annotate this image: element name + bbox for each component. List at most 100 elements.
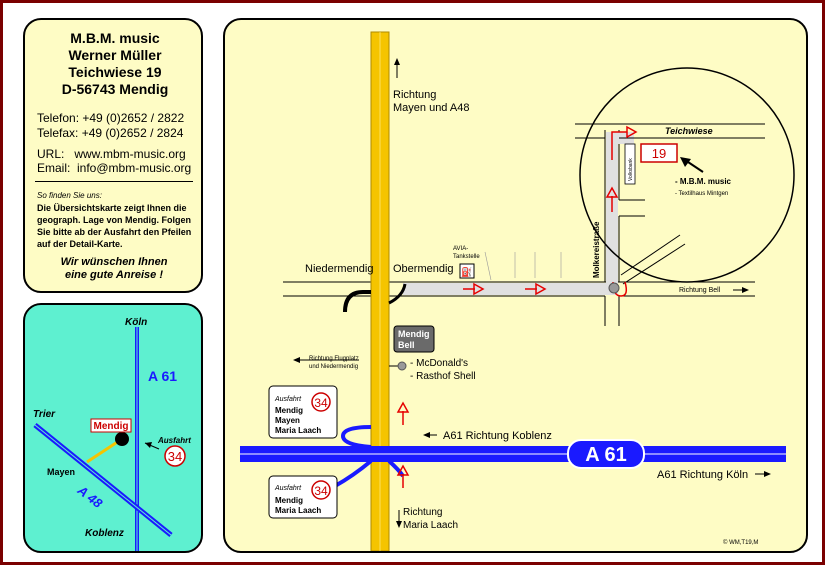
ausfahrt-top-line-3: Maria Laach [275,426,321,435]
richtung-mayen-2: Mayen und A48 [393,102,469,114]
overview-map: Mendig Ausfahrt 34 Köln A 61 Trier Mayen… [23,303,203,553]
koblenz-arrowhead [423,432,430,438]
ausfahrt-top-number: 34 [314,396,328,410]
website-link[interactable]: URL: www.mbm-music.org [37,147,186,161]
a48-label: A 48 [74,482,106,512]
exit-number-badge [164,445,186,467]
directions-description: Die Übersichtskarte zeigt Ihnen die geog… [37,203,192,249]
route-arrowhead-road-1 [473,282,485,296]
route-arrow-teichwiese [611,131,627,160]
niedermendig-label: Niedermendig [305,263,373,275]
avia-label-2: Tankstelle [453,254,480,260]
route-arrowhead-exit-1 [396,401,410,413]
mayen-arrowhead [394,58,400,65]
detail-map-svg: A 61 19 Volksbank [240,31,795,551]
bell-arrowhead [742,287,749,293]
volksbank-box [624,143,636,185]
volksbank-label: Volksbank [628,158,634,181]
a48-road-center [34,424,172,536]
route-arrows [396,125,638,488]
mendig-bell-line-1: Mendig [398,329,430,339]
a61-koblenz-label: A61 Richtung Koblenz [443,430,552,442]
ausfahrt-bottom-title: Ausfahrt [274,485,302,492]
mendig-marker [115,432,129,446]
divider [35,181,193,182]
diagonal-street-2 [622,243,686,285]
west-ramp [343,290,371,313]
ausfahrt-top-line-1: Mendig [275,406,303,415]
avia-station-icon [459,263,475,279]
diagonal-street-1 [620,234,681,276]
ausfahrt-label: Ausfahrt [157,436,191,445]
services-marker [397,361,407,371]
mcdonalds-label: - McDonald's [410,358,468,369]
flugplatz-label-2: und Niedermendig [309,364,358,370]
ausfahrt-top-title: Ausfahrt [274,396,302,403]
so-finden-label: So finden Sie uns: [37,191,102,200]
obermendig-label: Obermendig [393,263,454,275]
detail-map: A 61 19 Volksbank [223,18,808,553]
molkereistrasse-label: Molkereistraße [592,221,601,278]
ausfahrt-top-line-2: Mayen [275,416,300,425]
ausfahrt-top-badge [311,392,331,412]
richtung-bell-label: Richtung Bell [679,287,721,294]
mbm-arrowhead [680,157,691,167]
mendig-label-box [90,418,132,433]
avia-lines [484,251,562,281]
route-arrowhead-teichwiese [626,125,638,139]
koeln-arrowhead [764,471,771,477]
richtung-mayen-1: Richtung [393,89,436,101]
richtung-laach-1: Richtung [403,507,442,518]
house-19-number: 19 [652,146,666,161]
mendig-label: Mendig [94,421,129,432]
route-arrowhead-road-2 [535,282,547,296]
flugplatz-label-1: Richtung Flugplatz [309,356,359,362]
house-19-box [640,143,678,163]
street-address: Teichwiese 19 [68,64,162,80]
mendig-bell-sign [393,325,435,353]
company-name: M.B.M. music [70,30,160,46]
avia-station-glyph: ⛽ [461,266,472,277]
route-arrowhead-molkerei [605,186,619,198]
wish-line-1: Wir wünschen Ihnen [60,256,168,268]
koblenz-label: Koblenz [85,528,124,539]
textilhaus-label: - Textilhaus Mintgen [675,191,728,197]
a61-exit-loop-north [340,425,372,449]
laach-arrowhead [396,521,402,528]
teichwiese-label: Teichwiese [665,126,713,136]
trier-label: Trier [33,409,56,420]
address-panel: M.B.M. music Werner Müller Teichwiese 19… [23,18,203,293]
copyright: © WM,T19,M [723,539,758,546]
a61-sign [567,439,645,469]
exit-number: 34 [168,449,182,464]
mayen-label: Mayen [47,467,75,477]
route-arrowhead-exit-2 [396,464,410,476]
ausfahrt-bottom-line-2: Maria Laach [275,506,321,515]
owner-name: Werner Müller [68,47,162,63]
map-background: M.B.M. music Werner Müller Teichwiese 19… [3,3,822,562]
a61-sign-text: A 61 [585,444,627,466]
detail-circle [579,67,795,283]
east-ramp [388,283,407,305]
telefon: Telefon: +49 (0)2652 / 2822 [37,111,185,125]
flugplatz-arrowhead [293,357,300,363]
overview-map-svg: Mendig Ausfahrt 34 Köln A 61 Trier Mayen… [33,317,191,551]
mendig-bell-line-2: Bell [398,340,415,350]
ausfahrt-arrowhead [145,442,152,448]
ausfahrt-bottom-line-1: Mendig [275,496,303,505]
mbm-label: - M.B.M. music [675,177,732,186]
city-address: D-56743 Mendig [61,81,169,97]
richtung-laach-2: Maria Laach [403,520,458,531]
telefax: Telefax: +49 (0)2652 / 2824 [37,126,184,140]
a61-label: A 61 [148,368,177,384]
ausfahrt-bottom-number: 34 [314,484,328,498]
koeln-label: Köln [125,317,147,328]
roundabout-marker [608,282,620,294]
email-link[interactable]: Email: info@mbm-music.org [37,161,192,175]
rasthof-label: - Rasthof Shell [410,371,476,382]
a61-exit-loop-south [334,459,405,488]
avia-label-1: AVIA- [453,246,468,252]
ausfahrt-bottom-badge [311,480,331,500]
avia-line-1 [484,251,492,281]
